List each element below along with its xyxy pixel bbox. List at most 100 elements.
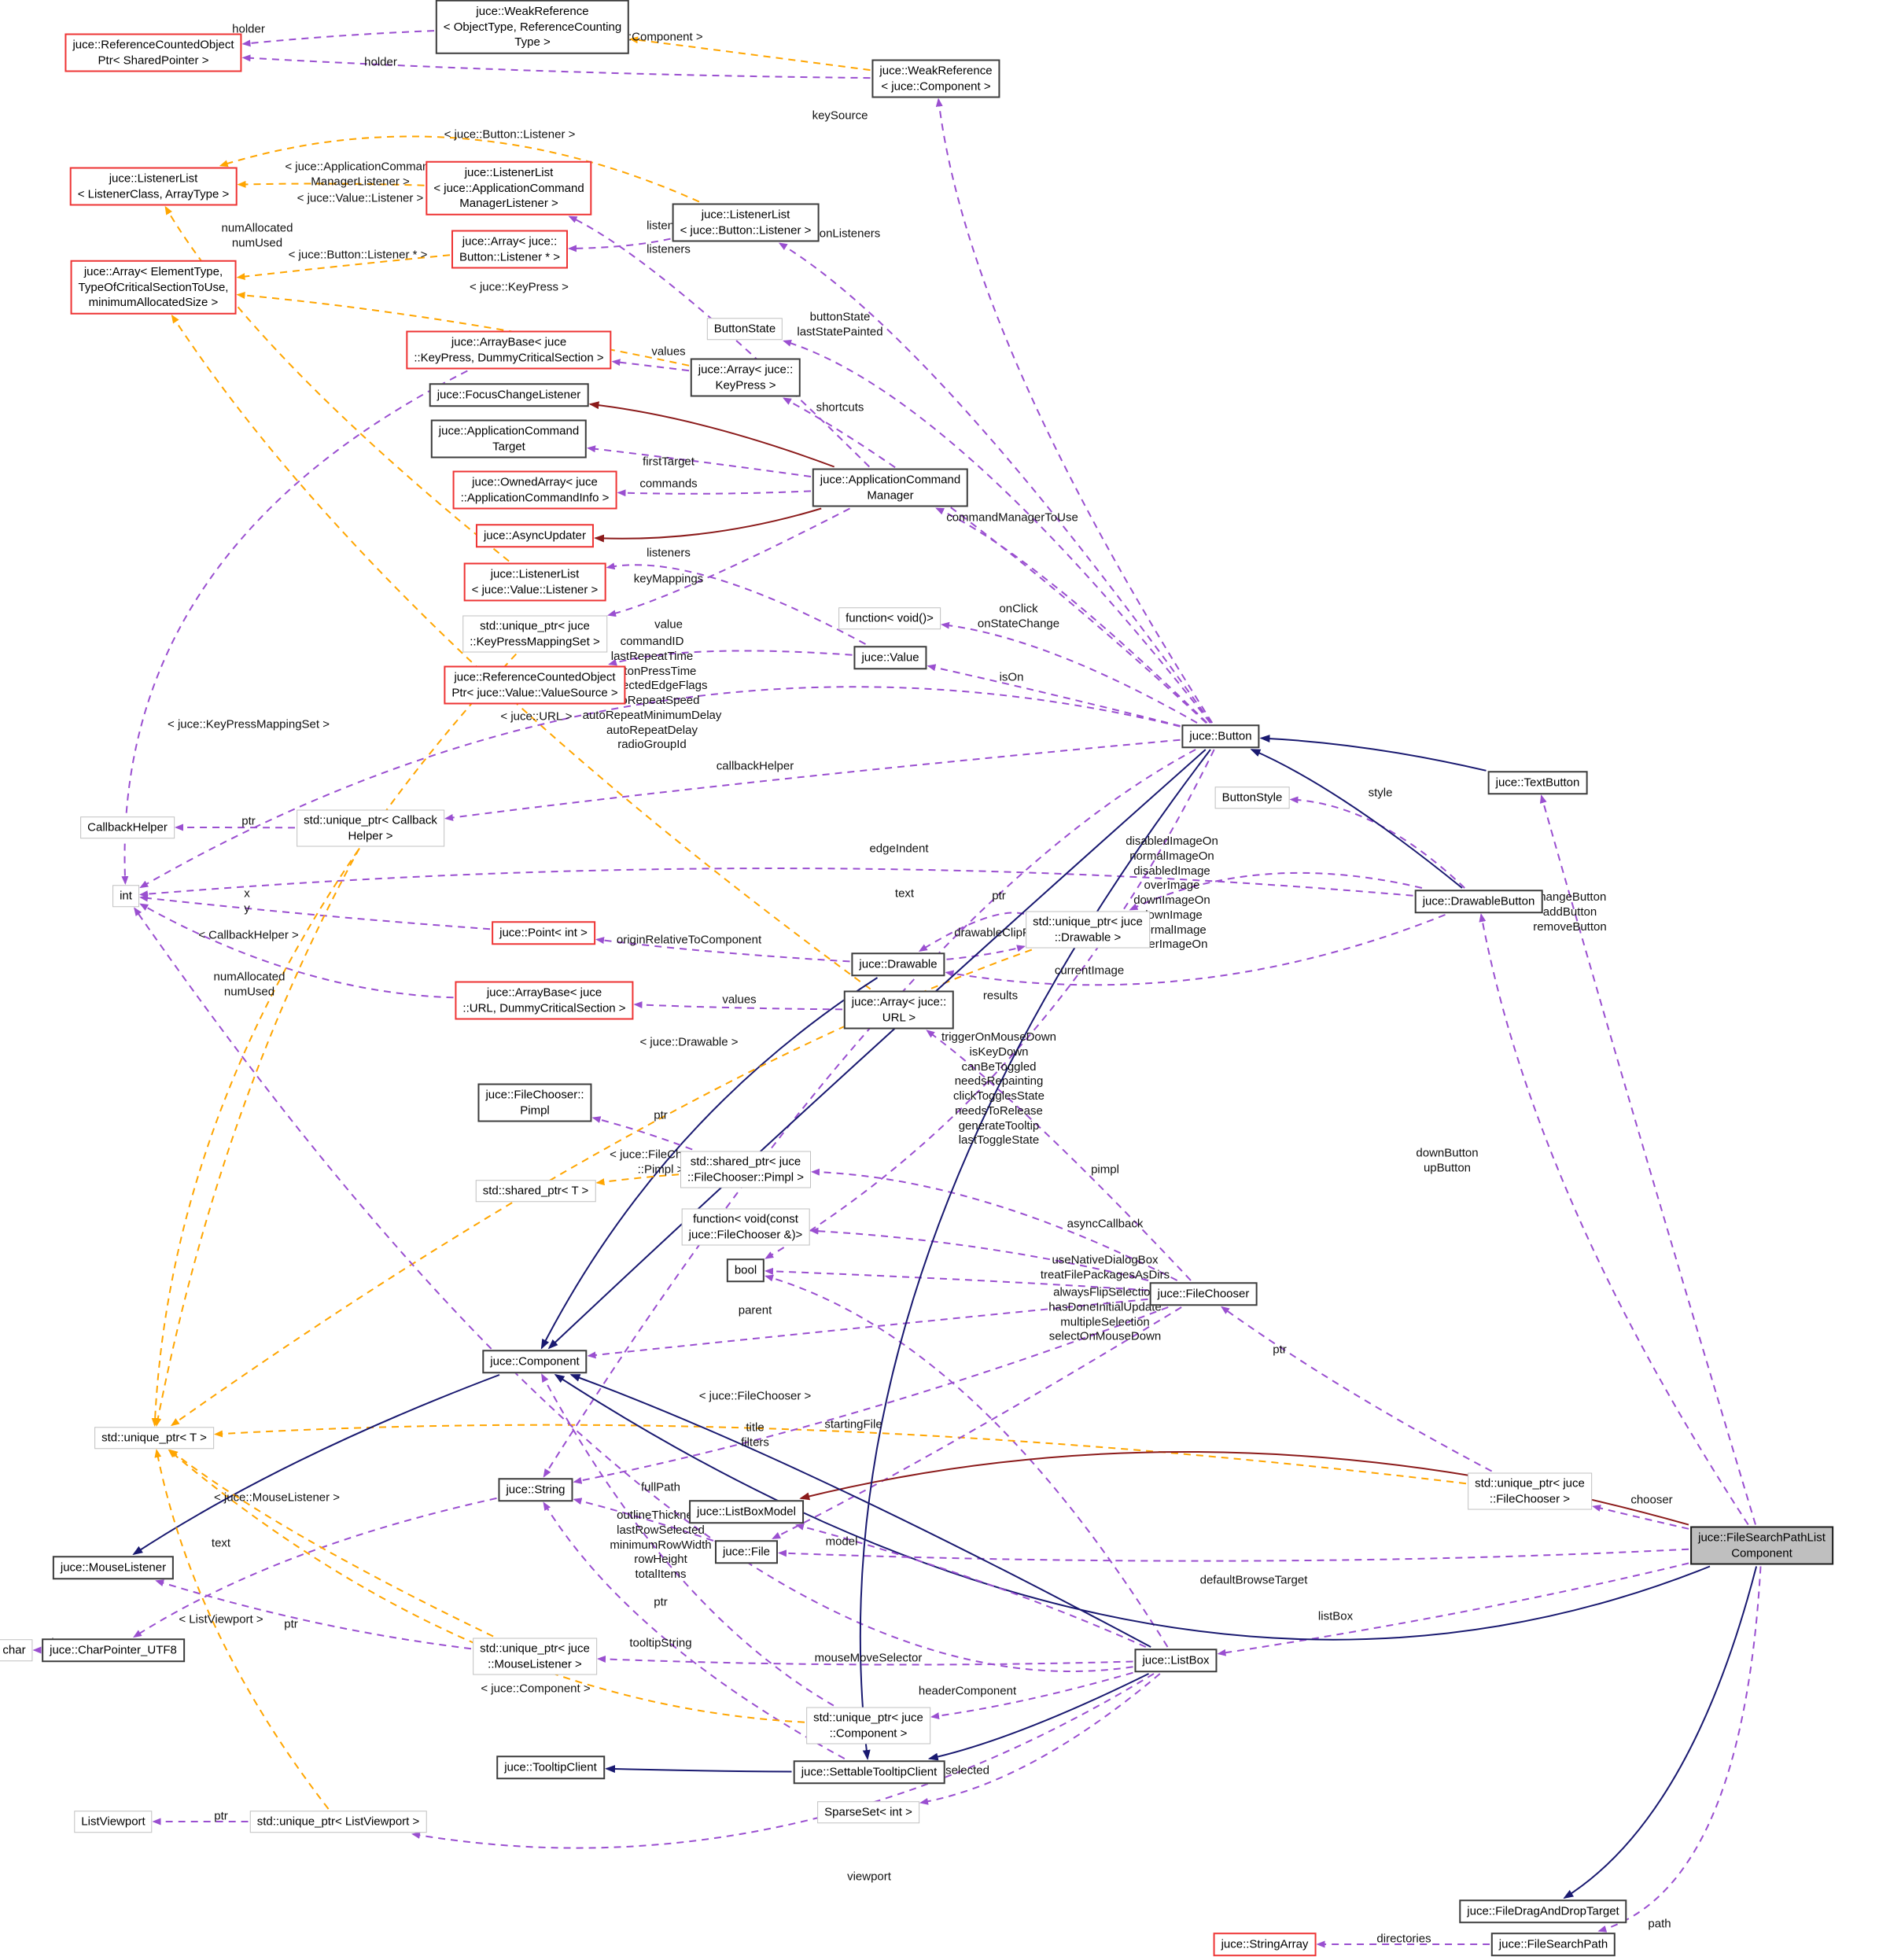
edge-appcommandmanager-to-listenerlist-acml — [568, 216, 871, 468]
node-appcommandmanager[interactable]: juce::ApplicationCommand Manager — [812, 468, 969, 507]
node-weakref-component[interactable]: juce::WeakReference < juce::Component > — [871, 59, 1000, 98]
edge-uniqueptr-filechooser-to-uniqueptr-t — [214, 1424, 1467, 1485]
node-refcounted-shared[interactable]: juce::ReferenceCountedObject Ptr< Shared… — [64, 33, 242, 72]
edge-textbutton-to-button — [1259, 735, 1487, 772]
edge-uniqueptr-mouselistener-to-uniqueptr-t — [169, 1449, 494, 1638]
node-array-url[interactable]: juce::Array< juce:: URL > — [843, 990, 955, 1030]
node-settabletooltipclient[interactable]: juce::SettableTooltipClient — [793, 1760, 945, 1784]
edge-filechooser-to-bool-box — [764, 1267, 1148, 1291]
edge-filechooser-to-component — [587, 1298, 1148, 1359]
edge-weakref-component-to-refcounted-shared — [241, 54, 871, 79]
node-weakref-generic[interactable]: juce::WeakReference < ObjectType, Refere… — [435, 0, 630, 54]
node-arraybase-keypress[interactable]: juce::ArrayBase< juce ::KeyPress, DummyC… — [406, 330, 612, 370]
edge-value-to-refcounted-valuesource — [608, 650, 853, 666]
node-function-void: function< void()> — [838, 607, 941, 629]
edge-drawablebutton-to-int-box — [139, 868, 1413, 898]
edge-button-to-uniqueptr-callbackhelper — [444, 739, 1181, 821]
node-filedraganddroptarget[interactable]: juce::FileDragAndDropTarget — [1459, 1899, 1627, 1923]
edge-uniqueptr-component-to-component — [541, 1373, 834, 1707]
node-sharedptr-t: std::shared_ptr< T > — [475, 1180, 596, 1202]
edge-drawablebutton-to-uniqueptr-drawable — [1129, 871, 1423, 911]
edge-filechooser-to-sharedptr-pimpl — [811, 1168, 1178, 1281]
node-button[interactable]: juce::Button — [1181, 724, 1260, 748]
node-listenerlist-valuelistener[interactable]: juce::ListenerList < juce::Value::Listen… — [463, 562, 606, 602]
node-string[interactable]: juce::String — [498, 1478, 573, 1501]
edge-button-to-value — [927, 664, 1181, 727]
edge-filechooser-to-file — [772, 1306, 1182, 1539]
node-listenerlist-buttonlistener[interactable]: juce::ListenerList < juce::Button::Liste… — [672, 203, 820, 242]
node-filesearchpath[interactable]: juce::FileSearchPath — [1490, 1932, 1616, 1956]
edge-fspl-component-to-listbox — [1217, 1562, 1689, 1656]
node-mouselistener[interactable]: juce::MouseListener — [52, 1556, 175, 1579]
edge-array-buttonlistener-ptr-to-array-generic — [236, 254, 451, 281]
node-listenerlist-generic[interactable]: juce::ListenerList < ListenerClass, Arra… — [69, 167, 238, 206]
edge-settabletooltipclient-to-string — [543, 1501, 846, 1759]
node-bool-box[interactable]: bool — [726, 1258, 765, 1282]
node-char-box: char — [0, 1639, 33, 1661]
edge-button-to-bool-box — [764, 749, 1215, 1259]
edge-uniqueptr-mouselistener-to-mouselistener — [155, 1579, 472, 1650]
node-uniqueptr-keypressmappingset: std::unique_ptr< juce ::KeyPressMappingS… — [462, 615, 607, 653]
edge-listbox-to-int-box — [134, 907, 1133, 1672]
node-listboxmodel[interactable]: juce::ListBoxModel — [689, 1500, 804, 1523]
edge-listenerlist-valuelistener-to-listenerlist-generic — [164, 205, 510, 562]
edge-fspl-component-to-filedraganddroptarget — [1563, 1566, 1758, 1899]
edge-button-to-int-box — [139, 686, 1181, 889]
edge-button-to-appcommandmanager — [935, 507, 1208, 724]
node-uniqueptr-callbackhelper: std::unique_ptr< Callback Helper > — [297, 809, 444, 847]
edge-array-url-to-arraybase-url — [633, 1000, 843, 1011]
edge-filechooser-to-string — [573, 1306, 1169, 1484]
edge-sharedptr-pimpl-to-sharedptr-t — [595, 1173, 680, 1186]
edge-filechooser-to-function-filechooser — [809, 1227, 1149, 1281]
node-stringarray[interactable]: juce::StringArray — [1213, 1932, 1317, 1956]
edge-uniqueptr-component-to-uniqueptr-t — [168, 1449, 805, 1723]
node-listenerlist-acml[interactable]: juce::ListenerList < juce::ApplicationCo… — [426, 160, 592, 216]
edge-weakref-component-to-weakref-generic — [629, 36, 871, 72]
edge-listenerlist-buttonlistener-to-array-buttonlistener-ptr — [568, 238, 671, 252]
node-ownedarray-info[interactable]: juce::OwnedArray< juce ::ApplicationComm… — [452, 470, 617, 510]
edge-fspl-component-to-drawablebutton — [1479, 913, 1749, 1526]
edge-weakref-generic-to-refcounted-shared — [241, 30, 435, 47]
edge-uniqueptr-filechooser-to-filechooser — [1221, 1306, 1493, 1472]
node-uniqueptr-component: std::unique_ptr< juce ::Component > — [806, 1707, 930, 1744]
edge-uniqueptr-drawable-to-drawable — [918, 912, 1025, 952]
node-charpointer-utf8[interactable]: juce::CharPointer_UTF8 — [42, 1638, 185, 1662]
node-appcommandtarget[interactable]: juce::ApplicationCommand Target — [430, 419, 588, 459]
node-listbox[interactable]: juce::ListBox — [1134, 1649, 1218, 1672]
node-file[interactable]: juce::File — [714, 1540, 779, 1564]
node-array-generic[interactable]: juce::Array< ElementType, TypeOfCritical… — [70, 260, 237, 315]
node-focuschangelistener[interactable]: juce::FocusChangeListener — [429, 383, 589, 407]
edge-value-to-listenerlist-valuelistener — [606, 562, 866, 645]
edge-drawablebutton-to-button — [1250, 749, 1463, 889]
node-refcounted-valuesource[interactable]: juce::ReferenceCountedObject Ptr< juce::… — [444, 665, 626, 705]
node-drawable[interactable]: juce::Drawable — [851, 952, 945, 976]
node-textbutton[interactable]: juce::TextButton — [1487, 771, 1588, 794]
node-value[interactable]: juce::Value — [853, 646, 927, 669]
edge-array-keypress-to-array-generic — [236, 292, 690, 367]
node-drawablebutton[interactable]: juce::DrawableButton — [1414, 890, 1543, 913]
edge-string-to-charpointer-utf8 — [133, 1497, 497, 1638]
node-filechooser[interactable]: juce::FileChooser — [1149, 1282, 1258, 1306]
edge-appcommandmanager-to-uniqueptr-keypressmappingset — [607, 507, 850, 617]
node-asyncupdater[interactable]: juce::AsyncUpdater — [475, 524, 595, 547]
node-tooltipclient[interactable]: juce::TooltipClient — [496, 1756, 605, 1779]
node-array-keypress[interactable]: juce::Array< juce:: KeyPress > — [690, 358, 801, 397]
node-filechooser-pimpl[interactable]: juce::FileChooser:: Pimpl — [477, 1083, 592, 1122]
node-point-int[interactable]: juce::Point< int > — [492, 921, 595, 945]
edge-drawablebutton-to-drawable — [945, 914, 1446, 986]
edge-appcommandmanager-to-appcommandtarget — [587, 445, 812, 477]
node-fspl-component[interactable]: juce::FileSearchPathList Component — [1690, 1526, 1833, 1565]
node-arraybase-url[interactable]: juce::ArrayBase< juce ::URL, DummyCritic… — [455, 981, 634, 1020]
node-component[interactable]: juce::Component — [482, 1350, 588, 1373]
edge-listbox-to-listboxmodel — [795, 1523, 1147, 1648]
node-array-buttonlistener-ptr[interactable]: juce::Array< juce:: Button::Listener * > — [451, 230, 568, 269]
edge-listbox-to-component — [569, 1374, 1151, 1648]
edge-uniqueptr-drawable-to-uniqueptr-t — [170, 949, 1033, 1427]
edge-filechooser-to-array-url — [926, 1030, 1192, 1281]
edge-fspl-component-to-component — [554, 1373, 1711, 1641]
node-uniqueptr-drawable: std::unique_ptr< juce ::Drawable > — [1026, 911, 1150, 949]
edge-drawable-to-point-int — [595, 937, 850, 963]
edge-array-url-to-array-generic — [171, 314, 871, 990]
edge-button-to-component — [547, 749, 1207, 1350]
edge-button-to-listenerlist-buttonlistener — [778, 242, 1212, 724]
